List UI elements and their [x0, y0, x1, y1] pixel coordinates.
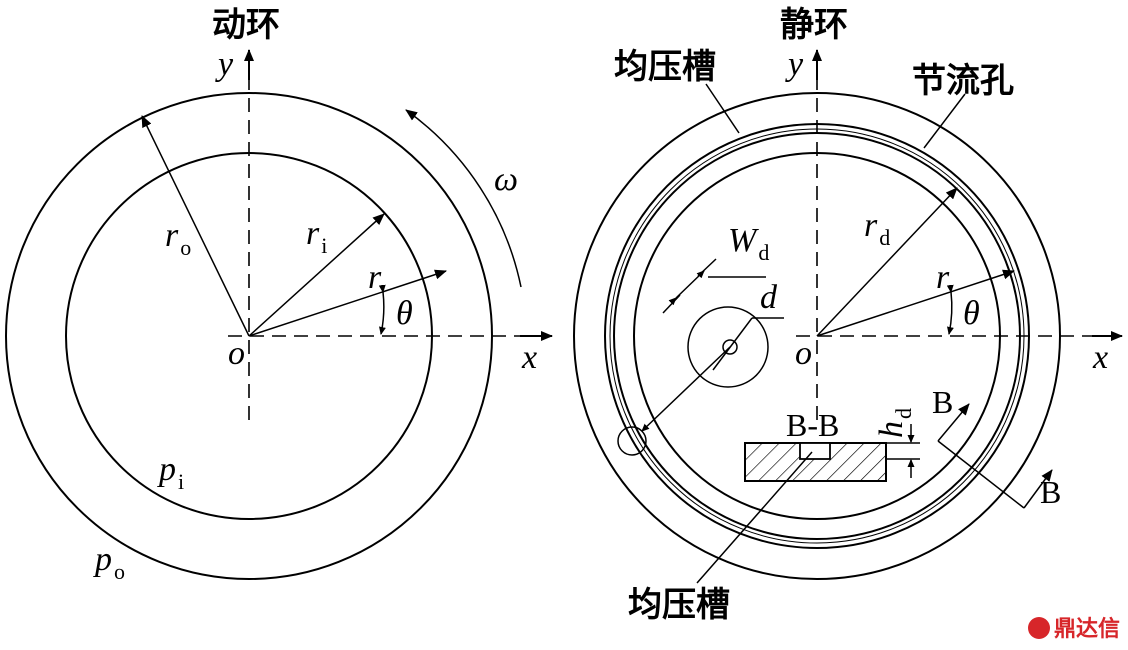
- origin-label: o: [228, 335, 245, 372]
- label-hd: hd: [873, 408, 916, 438]
- section-label-bottom: B: [1040, 474, 1061, 510]
- section-label-top: B: [932, 384, 953, 420]
- label-theta: θ: [963, 295, 980, 332]
- axis-x-label: x: [1092, 339, 1108, 376]
- groove-leader-bottom: [696, 451, 813, 584]
- section-cut-line: [937, 440, 1025, 509]
- theta-arc: [946, 284, 954, 335]
- wd-extension-left: [662, 294, 681, 314]
- orifice-location-marker: [617, 426, 647, 456]
- label-r: r: [936, 259, 950, 296]
- section-arrow-bottom: [1023, 469, 1053, 509]
- omega-arc: [405, 109, 522, 288]
- label-groove-bottom: 均压槽: [628, 585, 730, 625]
- orifice-hole: [722, 339, 738, 355]
- watermark: 鼎达信: [1028, 616, 1120, 642]
- label-d: d: [760, 279, 778, 316]
- axis-x-label: x: [521, 339, 537, 376]
- axis-y-label: y: [785, 46, 804, 83]
- label-ri: ri: [306, 215, 327, 258]
- title-rotating-ring: 动环: [212, 5, 280, 45]
- stationary-ring-diagram: 静环 y x o 均压槽 节流孔 rd r θ Wd d hd B-B B B …: [573, 5, 1123, 625]
- label-omega: ω: [494, 161, 518, 198]
- origin-label: o: [795, 335, 812, 372]
- label-po: po: [93, 541, 125, 584]
- radius-ri: [248, 213, 385, 337]
- orifice-leader-top: [923, 93, 966, 149]
- label-ro: ro: [165, 217, 191, 260]
- label-rd: rd: [864, 207, 890, 250]
- groove-leader-top: [705, 83, 740, 134]
- label-orifice: 节流孔: [912, 61, 1014, 101]
- section-bb-title: B-B: [786, 407, 839, 443]
- label-theta: θ: [396, 295, 413, 332]
- theta-arc: [378, 284, 386, 335]
- d-dimension: [712, 317, 753, 371]
- axis-y-label: y: [215, 46, 234, 83]
- wd-dimension: [668, 270, 705, 306]
- section-bb-groove: [799, 442, 831, 460]
- label-wd: Wd: [728, 222, 769, 265]
- rotating-ring-diagram: 动环 y x o ro ri r θ ω pi po: [5, 5, 553, 584]
- orifice-detail-circle: [687, 306, 769, 388]
- orifice-leader: [641, 346, 731, 432]
- label-pi: pi: [157, 451, 184, 494]
- radius-rd: [816, 187, 958, 337]
- label-r: r: [368, 259, 382, 296]
- radius-r: [816, 269, 1015, 337]
- watermark-logo-icon: [1028, 617, 1050, 639]
- radius-ro: [141, 115, 250, 337]
- section-arrow-top: [937, 403, 970, 442]
- watermark-text: 鼎达信: [1054, 616, 1120, 642]
- title-stationary-ring: 静环: [780, 5, 848, 45]
- label-groove-top: 均压槽: [614, 47, 716, 87]
- radius-r: [248, 269, 447, 337]
